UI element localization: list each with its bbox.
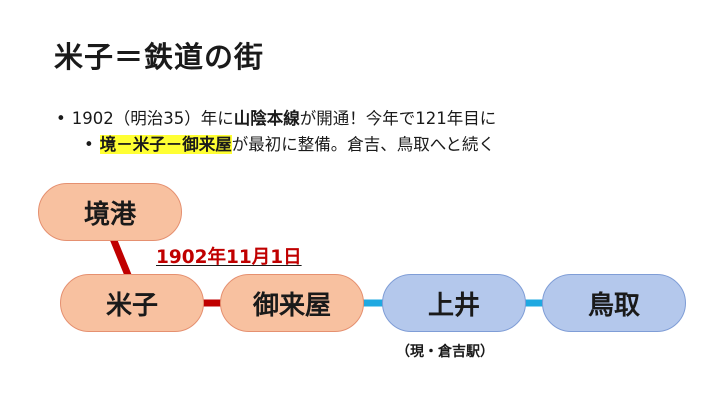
station-gorai: 御来屋 (220, 274, 364, 332)
opening-date-label: 1902年11月1日 (156, 247, 302, 268)
station-yonago: 米子 (60, 274, 204, 332)
bullet-line-name: 山陰本線 (233, 109, 300, 128)
line-sakaiminato-yonago (108, 234, 134, 282)
station-sakaiminato: 境港 (38, 183, 182, 241)
station-tottori: 鳥取 (542, 274, 686, 332)
bullet-first-section: • 境－米子－御来屋が最初に整備。倉吉、鳥取へと続く (84, 134, 495, 156)
bullet-text-suffix: が開通！今年で121年目に (299, 109, 497, 128)
highlighted-section: 境－米子－御来屋 (99, 135, 232, 154)
bullet-mark: • (84, 135, 94, 154)
bullet-text-suffix: が最初に整備。倉吉、鳥取へと続く (231, 135, 495, 154)
agei-station-note: （現・倉吉駅） (396, 344, 494, 360)
bullet-text-prefix: 1902（明治35）年に (71, 109, 234, 128)
station-agei: 上井 (382, 274, 526, 332)
bullet-opening-history: • 1902（明治35）年に山陰本線が開通！今年で121年目に (56, 108, 496, 130)
slide-title: 米子＝鉄道の街 (54, 40, 265, 74)
bullet-mark: • (56, 109, 66, 128)
